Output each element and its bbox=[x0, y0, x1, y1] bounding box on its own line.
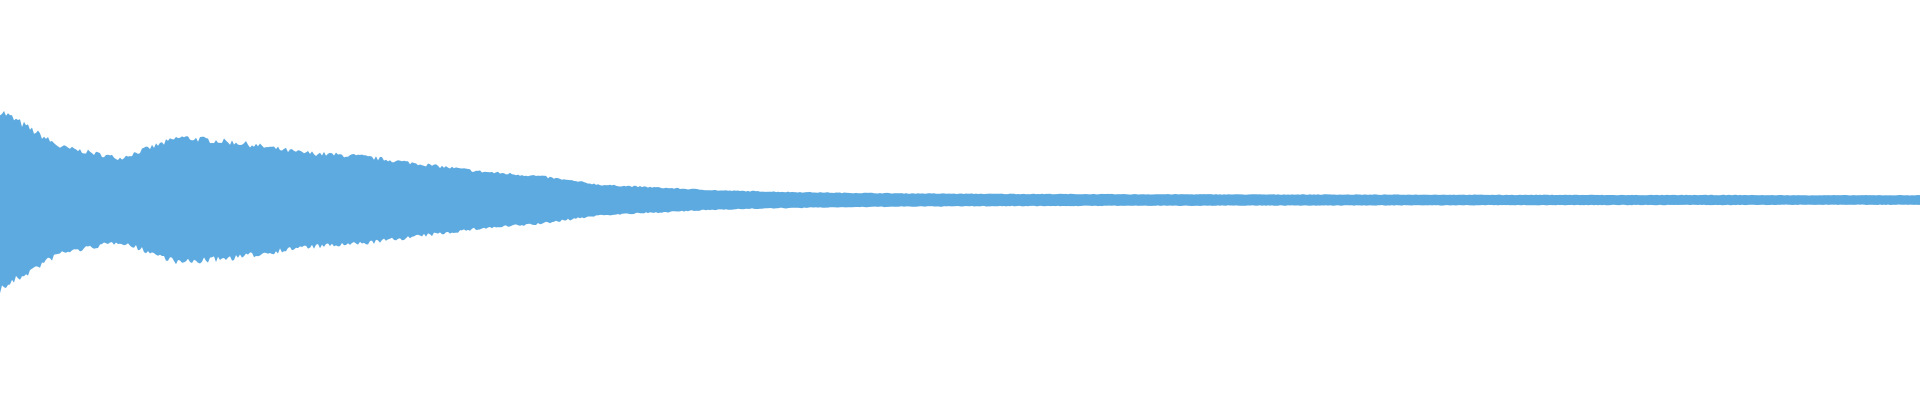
waveform-shape bbox=[0, 111, 1920, 294]
